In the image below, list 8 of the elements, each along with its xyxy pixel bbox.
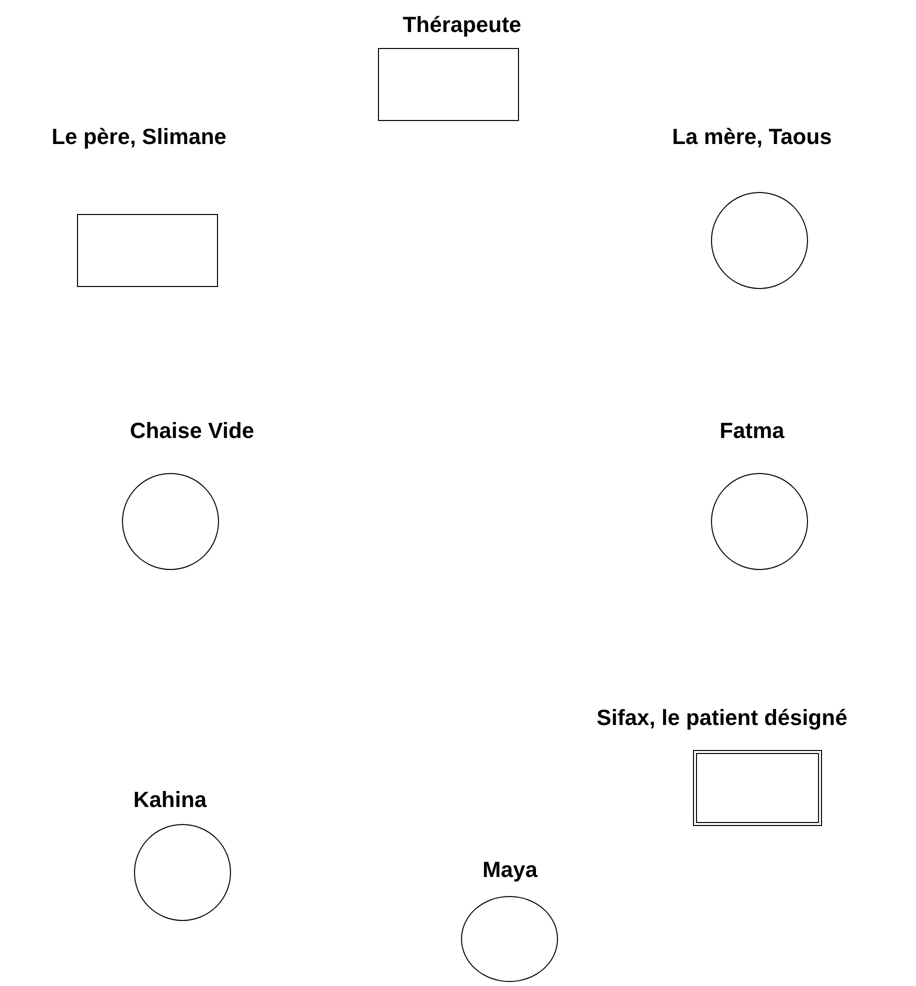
person-label: Le père, Slimane bbox=[52, 124, 226, 150]
person-label: La mère, Taous bbox=[672, 124, 832, 150]
person-label: Sifax, le patient désigné bbox=[596, 705, 848, 731]
person-label: Chaise Vide bbox=[130, 418, 254, 444]
person-label: Fatma bbox=[720, 418, 784, 444]
person-label: Thérapeute bbox=[402, 12, 522, 38]
person-label: Maya bbox=[482, 857, 538, 883]
person-label: Kahina bbox=[133, 787, 207, 813]
